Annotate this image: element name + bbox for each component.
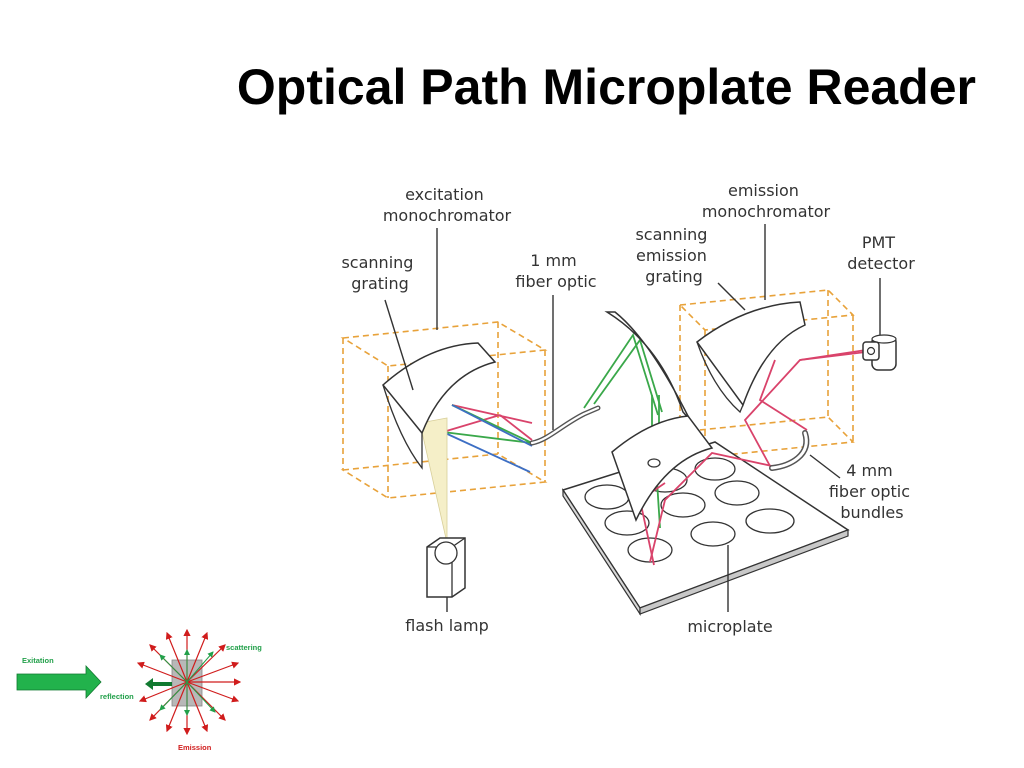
label-excitation: Exitation	[22, 656, 54, 665]
excitation-arrow	[16, 664, 102, 700]
label-emission: Emission	[178, 743, 212, 752]
label-reflection: reflection	[100, 692, 134, 701]
microplate	[561, 441, 850, 617]
sample-mirror-lower	[611, 415, 714, 522]
emission-monochromator-box	[678, 289, 855, 458]
label-fiber-4mm: 4 mm fiber optic bundles	[829, 461, 915, 522]
emission-scanning-grating	[695, 301, 806, 407]
scatter-rays	[159, 649, 216, 716]
label-excitation-monochromator: excitation monochromator	[383, 185, 512, 225]
flash-lamp	[426, 537, 466, 598]
label-microplate: microplate	[687, 617, 772, 636]
label-scanning-emission-grating: scanning emission grating	[635, 225, 712, 286]
excitation-scanning-grating	[381, 342, 497, 435]
leader-lines	[384, 224, 881, 612]
label-scanning-grating: scanning grating	[341, 253, 418, 293]
label-pmt-detector: PMT detector	[847, 233, 915, 273]
label-scattering: scattering	[226, 643, 262, 652]
pmt-detector	[862, 334, 897, 371]
interaction-inset: Exitation scattering reflection Emission	[16, 628, 262, 752]
label-fiber-1mm: 1 mm fiber optic	[515, 251, 596, 291]
excitation-beams	[442, 404, 533, 473]
slide-title: Optical Path Microplate Reader	[236, 59, 976, 115]
label-flash-lamp: flash lamp	[405, 616, 488, 635]
lamp-light-cone	[419, 417, 448, 544]
label-emission-monochromator: emission monochromator	[702, 181, 831, 221]
